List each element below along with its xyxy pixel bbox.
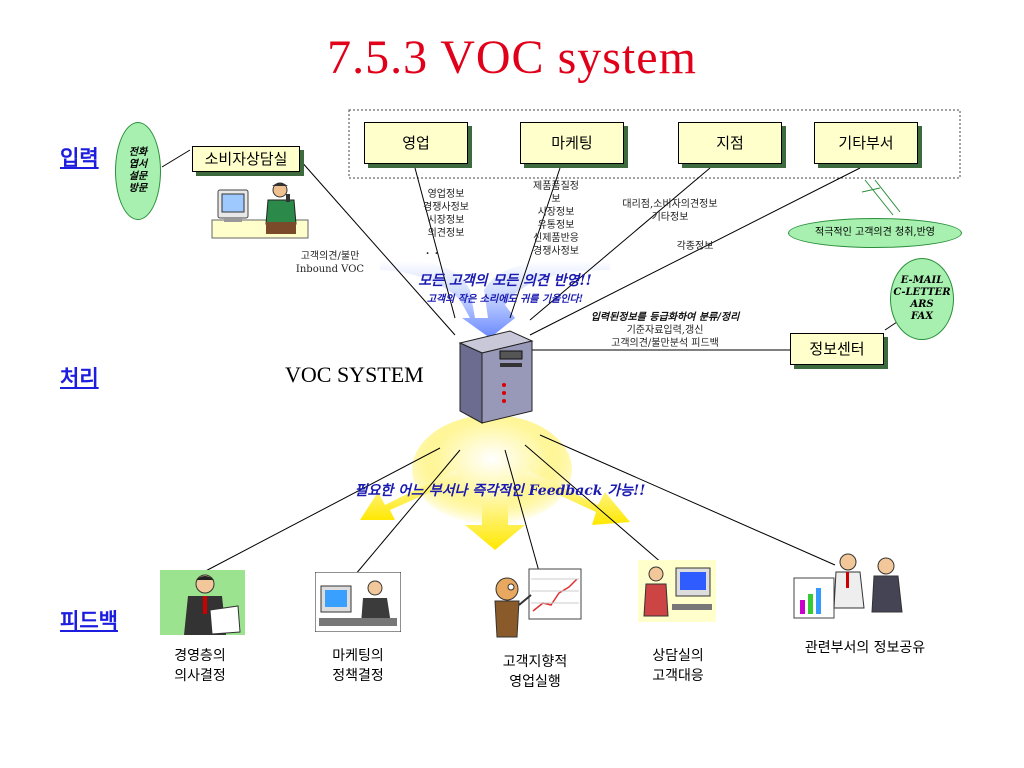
classify-line-2: 고객의견/불만분석 피드백: [611, 338, 719, 349]
info-center-box: 정보센터: [790, 333, 884, 365]
consumer-note: 고객의견/불만 Inbound VOC: [295, 251, 365, 275]
feedback-banner: 필요한 어느 부서나 즉각적인 Feedback 가능!!: [354, 483, 646, 499]
marketing-illustration: [315, 572, 401, 632]
input-connectors: [161, 149, 916, 351]
banner-main: 모든 고객의 모든 의견 반영!!: [418, 273, 592, 289]
classify-note: 입력된정보를 등급화하여 분류/정리 기준자료입력,갱신 고객의견/불만분석 피…: [560, 311, 770, 350]
channels-ellipse: 전화 엽서 설문 방문: [115, 122, 161, 220]
row-label-feedback: 피드백: [60, 609, 118, 633]
dept-box-branch: 지점: [678, 122, 782, 164]
info-sharing-illustration: [793, 553, 903, 619]
input-funnel-arrow: [380, 260, 610, 338]
output-caption-executive: 경영층의 의사결정: [174, 648, 226, 684]
row-label-input: 입력: [60, 146, 99, 170]
department-frame: [348, 109, 961, 179]
output-connectors: [197, 434, 836, 576]
other-info: 각종정보: [676, 241, 714, 252]
banner-sub: 고객의 작은 소리에도 귀를 기울인다!: [426, 294, 584, 305]
output-caption-sales: 고객지향적 영업실행: [502, 654, 568, 690]
consumer-center-box: 소비자상담실: [192, 146, 300, 172]
channel-survey: 설문: [128, 171, 148, 182]
channel-postcard: 엽서: [128, 159, 148, 170]
feedback-glow: [412, 415, 572, 525]
dept-box-marketing: 마케팅: [520, 122, 624, 164]
info-channel-ars: ARS: [910, 299, 934, 310]
dept-box-other: 기타부서: [814, 122, 918, 164]
counselling-illustration: [638, 560, 716, 622]
info-channel-fax: FAX: [910, 311, 934, 322]
server-tower-icon: [458, 330, 534, 424]
info-channels-ellipse: E-MAIL C-LETTER ARS FAX: [890, 258, 954, 340]
dept-arrows: [861, 179, 901, 216]
info-channel-cletter: C-LETTER: [893, 287, 951, 298]
voc-system-label: VOC SYSTEM: [285, 362, 424, 387]
output-caption-counselling: 상담실의 고객대응: [652, 648, 704, 684]
classify-line-1: 기준자료입력,갱신: [626, 325, 704, 336]
dots: · ·: [425, 246, 439, 262]
marketing-info-list: 제품품질정 보 시장정보 유통정보 신제품반응 경쟁사정보: [533, 181, 579, 257]
executive-illustration: [160, 570, 245, 635]
channel-phone: 전화: [128, 147, 148, 158]
info-channel-email: E-MAIL: [900, 275, 944, 286]
consultant-illustration: [211, 182, 309, 239]
other-dept-ellipse: 적극적인 고객의견 청취,반영: [788, 218, 962, 248]
output-caption-info-sharing: 관련부서의 정보공유: [804, 640, 926, 656]
dept-box-sales: 영업: [364, 122, 468, 164]
row-label-process: 처리: [60, 366, 99, 390]
feedback-arrows: [360, 470, 630, 550]
sales-illustration: [494, 568, 582, 638]
classify-title: 입력된정보를 등급화하여 분류/정리: [590, 312, 740, 323]
branch-info-list: 대리점,소비자의견정보 기타정보: [622, 199, 718, 223]
sales-info-list: 영업정보 경쟁사정보 시장정보 의견정보: [423, 189, 469, 239]
page-title: 7.5.3 VOC system: [327, 31, 697, 84]
channel-visit: 방문: [128, 183, 148, 194]
output-caption-marketing: 마케팅의 정책결정: [332, 648, 384, 684]
